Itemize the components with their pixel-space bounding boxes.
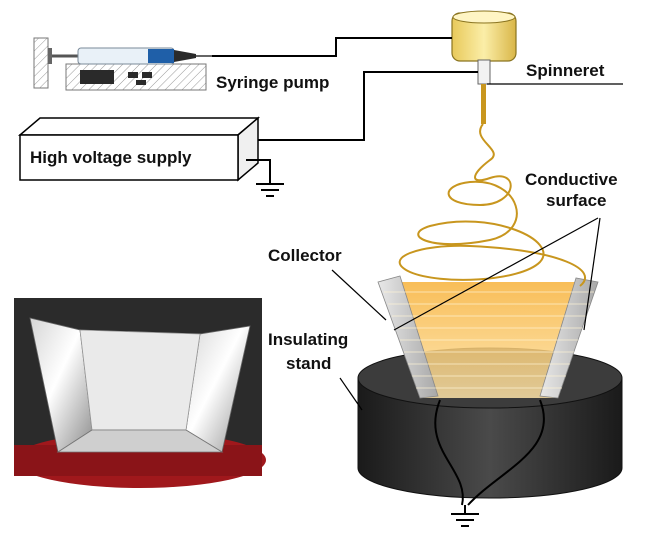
- conductive-leader-left: [393, 217, 599, 331]
- label-collector: Collector: [268, 246, 342, 265]
- photo-collector-floor: [56, 429, 224, 453]
- high-voltage-supply: [17, 116, 261, 182]
- spinneret: [451, 10, 517, 124]
- aligned-fibers: [384, 291, 594, 389]
- label-insulating-stand-1: Insulating: [268, 330, 348, 349]
- pump-mount-block: [33, 37, 49, 89]
- pump-display: [80, 70, 114, 84]
- pump-button-c: [136, 80, 146, 85]
- label-syringe-pump: Syringe pump: [216, 73, 329, 92]
- label-spinneret: Spinneret: [526, 61, 605, 80]
- syringe-liquid: [148, 49, 174, 63]
- label-conductive-surface-1: Conductive: [525, 170, 618, 189]
- insulating-leader: [339, 377, 363, 411]
- stand-ground-wire-right: [467, 399, 545, 506]
- photo-collector-fiber-mat: [79, 329, 201, 431]
- label-insulating-stand-2: stand: [286, 354, 331, 373]
- pump-button-b: [142, 72, 152, 78]
- hv-ground-symbol: [246, 159, 284, 197]
- conductive-leader-right: [583, 217, 601, 331]
- syringe-pump: [33, 37, 212, 91]
- label-conductive-surface-2: surface: [546, 191, 606, 210]
- conductive-surface-right: [539, 277, 599, 399]
- fiber-jet-spiral: [398, 123, 586, 287]
- plunger-head: [48, 48, 52, 64]
- spinneret-nozzle: [477, 59, 491, 85]
- hv-box-front: [19, 134, 239, 181]
- label-high-voltage-supply: High voltage supply: [30, 148, 192, 167]
- hv-box-top: [17, 117, 261, 136]
- stand-body: [357, 377, 623, 499]
- collector: [377, 275, 599, 399]
- spinneret-cap-top: [452, 10, 516, 24]
- stand-ground-symbol: [451, 505, 479, 527]
- collector-photo-inset: [14, 298, 266, 488]
- wire-hv-to-spinneret: [258, 71, 478, 141]
- syringe-tip: [174, 50, 196, 62]
- stand-ground-wire-left: [434, 399, 464, 506]
- collector-leader: [331, 269, 387, 321]
- wire-syringe-to-spinneret: [212, 37, 452, 57]
- spinneret-needle: [481, 84, 486, 124]
- conductive-surface-left: [377, 275, 439, 399]
- pump-button-a: [128, 72, 138, 78]
